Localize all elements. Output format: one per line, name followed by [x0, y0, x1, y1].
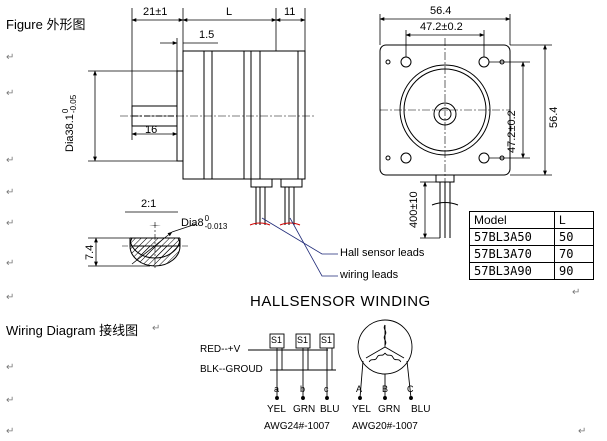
- paragraph-mark: ↵: [6, 88, 15, 99]
- dim-7-4: 7.4: [84, 244, 96, 260]
- length-cell: 90: [554, 262, 594, 280]
- paragraph-mark: ↵: [6, 362, 15, 373]
- mount-hole: [400, 56, 412, 68]
- dim-16: 16: [145, 124, 158, 136]
- paragraph-mark: ↵: [6, 187, 15, 198]
- model-cell: 57BL3A70: [469, 245, 555, 263]
- dim-L: L: [226, 6, 233, 18]
- dim-47-2-top: 47.2±0.2: [420, 21, 463, 33]
- pilot-circle: [399, 64, 491, 156]
- phase-pin-label: C: [407, 384, 414, 394]
- hall-sensor-schematic: [248, 333, 336, 400]
- figure-heading: Figure 外形图: [6, 17, 86, 32]
- phase-pin-label: A: [356, 384, 363, 394]
- shaft-end: [433, 102, 457, 126]
- hall-wire-color: YEL: [267, 404, 286, 415]
- model-table: Model L 57BL3A50 50 57BL3A70 70 57BL3A90…: [469, 211, 594, 280]
- dim-dia8-tol-lower: -0.013: [204, 222, 228, 231]
- wiring-heading: Wiring Diagram 接线图: [6, 323, 139, 338]
- dim-shaft-dia-value: Dia38.1: [63, 114, 76, 152]
- dim-56-4-side: 56.4: [548, 106, 560, 128]
- sensor-label: S1: [271, 335, 283, 345]
- hall-pin-label: a: [274, 384, 280, 394]
- paragraph-mark: ↵: [152, 323, 161, 334]
- model-table-header: Model L: [469, 211, 594, 229]
- paragraph-mark: ↵: [572, 287, 581, 298]
- dim-dia8-tol-upper: 0: [204, 214, 210, 223]
- length-header: L: [554, 211, 594, 229]
- phase-wire-color: GRN: [378, 404, 401, 415]
- hall-pin-label: c: [324, 384, 329, 394]
- paragraph-mark: ↵: [6, 395, 15, 406]
- hall-sensor-leads-label: Hall sensor leads: [340, 247, 425, 259]
- paragraph-mark: ↵: [6, 258, 15, 269]
- paragraph-mark: ↵: [6, 155, 15, 166]
- mount-hole: [400, 152, 412, 164]
- model-cell: 57BL3A50: [469, 228, 555, 246]
- scale-label: 2:1: [141, 198, 157, 210]
- dim-1-5: 1.5: [199, 29, 215, 41]
- hall-wire-color: BLU: [320, 404, 340, 415]
- dim-56-4-top: 56.4: [430, 5, 452, 17]
- paragraph-mark: ↵: [6, 52, 15, 63]
- red-wire-label: RED--+V: [200, 344, 241, 355]
- paragraph-mark: ↵: [6, 292, 15, 303]
- table-row: 57BL3A90 90: [469, 262, 594, 280]
- winding-title: HALLSENSOR WINDING: [250, 293, 431, 310]
- phase-wire-color: YEL: [352, 404, 371, 415]
- paragraph-mark: ↵: [6, 426, 15, 437]
- motor-front-view: [379, 38, 511, 238]
- dim-lead-length: 400±10: [408, 191, 420, 228]
- paragraph-mark: ↵: [6, 218, 15, 229]
- sensor-label: S1: [297, 335, 309, 345]
- hall-pin-label: b: [300, 384, 306, 394]
- mount-hole: [478, 56, 490, 68]
- dim-47-2-side: 47.2±0.2: [506, 110, 518, 153]
- black-wire-label: BLK--GROUD: [200, 364, 263, 375]
- motor-phase-schematic: [357, 319, 413, 400]
- dim-21: 21±1: [143, 6, 168, 18]
- table-row: 57BL3A70 70: [469, 245, 594, 263]
- length-cell: 50: [554, 228, 594, 246]
- model-header: Model: [469, 211, 555, 229]
- table-row: 57BL3A50 50: [469, 228, 594, 246]
- model-cell: 57BL3A90: [469, 262, 555, 280]
- front-flange: [182, 50, 205, 180]
- mount-hole: [478, 152, 490, 164]
- sensor-label: S1: [321, 335, 333, 345]
- motor-side-view: [120, 50, 315, 226]
- phase-pin-label: B: [382, 384, 389, 394]
- rear-cap: [250, 50, 306, 180]
- length-cell: 70: [554, 245, 594, 263]
- paragraph-mark: ↵: [578, 426, 587, 437]
- hall-wire-color: GRN: [293, 404, 316, 415]
- dim-11: 11: [284, 6, 296, 18]
- wiring-leads-label: wiring leads: [340, 269, 399, 281]
- phase-wire-gauge: AWG20#-1007: [352, 421, 418, 432]
- dim-shaft-dia-tol-lower: -0.05: [69, 94, 78, 114]
- phase-wire-color: BLU: [411, 404, 431, 415]
- dim-dia8-value: Dia8: [181, 216, 204, 229]
- hall-wire-gauge: AWG24#-1007: [264, 421, 330, 432]
